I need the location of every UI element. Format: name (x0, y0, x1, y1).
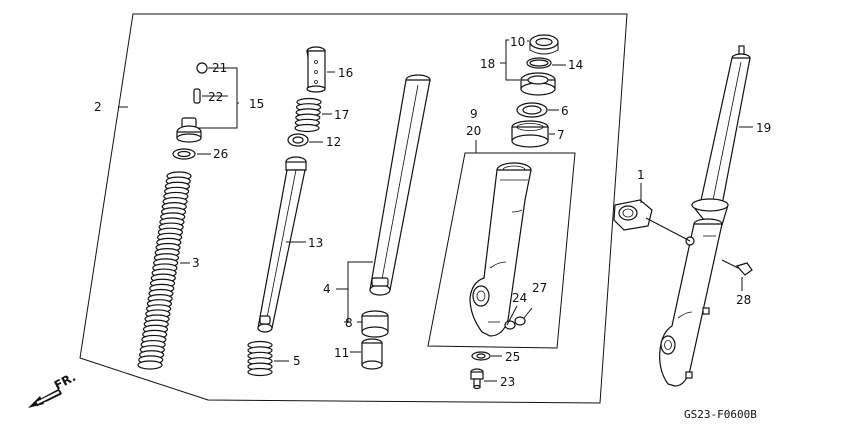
callout-19: 19 (756, 121, 771, 135)
callout-22: 22 (208, 90, 223, 104)
back-up-ring-6 (516, 102, 548, 118)
washer-25 (471, 351, 491, 361)
spring-coil (247, 367, 273, 377)
callout-23: 23 (500, 375, 515, 389)
front-direction-label: FR. (52, 370, 78, 393)
front-direction-arrow-icon (28, 388, 62, 408)
leader-lines (118, 39, 753, 382)
callout-25: 25 (505, 350, 520, 364)
dust-seal-10 (529, 34, 559, 55)
callout-4: 4 (323, 282, 331, 296)
callout-8: 8 (345, 316, 353, 330)
rebound-spring-17 (294, 97, 322, 133)
callout-24: 24 (512, 291, 527, 305)
clamp-bolt-28 (721, 259, 753, 276)
callout-28: 28 (736, 293, 751, 307)
callout-12: 12 (326, 135, 341, 149)
callout-27: 27 (532, 281, 547, 295)
callout-21: 21 (212, 61, 227, 75)
oil-seal-18 (520, 72, 556, 96)
drain-screw-27 (514, 307, 533, 326)
callout-6: 6 (561, 104, 569, 118)
callout-10: 10 (510, 35, 525, 49)
pin-22 (193, 88, 207, 104)
callout-20: 20 (466, 124, 481, 138)
stopper-ring-14 (526, 57, 552, 69)
callout-13: 13 (308, 236, 323, 250)
callout-15: 15 (249, 97, 264, 111)
washer-26 (172, 148, 196, 160)
socket-bolt-24 (504, 320, 516, 330)
spring-collar-16 (306, 46, 326, 93)
callout-11: 11 (334, 346, 349, 360)
fork-cap-bolt-15 (176, 117, 202, 143)
fork-slider-20 (469, 162, 532, 337)
callout-5: 5 (293, 354, 301, 368)
fork-clamp-1 (613, 199, 691, 242)
callout-17: 17 (334, 108, 349, 122)
guide-bushing-7 (511, 120, 549, 148)
piston-ring-12 (287, 133, 309, 147)
callout-2: 2 (94, 100, 102, 114)
diagram-code: GS23-F0600B (684, 408, 757, 421)
fork-pipe-4 (369, 74, 431, 296)
callout-7: 7 (557, 128, 565, 142)
oil-lock-spring-5 (247, 340, 273, 377)
spring-coil (294, 123, 320, 133)
socket-bolt-23 (470, 368, 484, 390)
slide-bushing-11 (361, 338, 383, 370)
parts-group-outline (79, 13, 628, 404)
slide-bushing-8 (361, 310, 389, 338)
callout-18: 18 (480, 57, 495, 71)
assembled-fork-19 (659, 45, 751, 387)
slider-group-outline (427, 152, 576, 349)
callout-1: 1 (637, 168, 645, 182)
fork-piston-13 (257, 156, 307, 333)
callout-16: 16 (338, 66, 353, 80)
fork-spring-3 (137, 171, 192, 370)
callout-9: 9 (470, 107, 478, 121)
spring-coil (137, 360, 163, 370)
callout-14: 14 (568, 58, 583, 72)
callout-3: 3 (192, 256, 200, 270)
callout-26: 26 (213, 147, 228, 161)
